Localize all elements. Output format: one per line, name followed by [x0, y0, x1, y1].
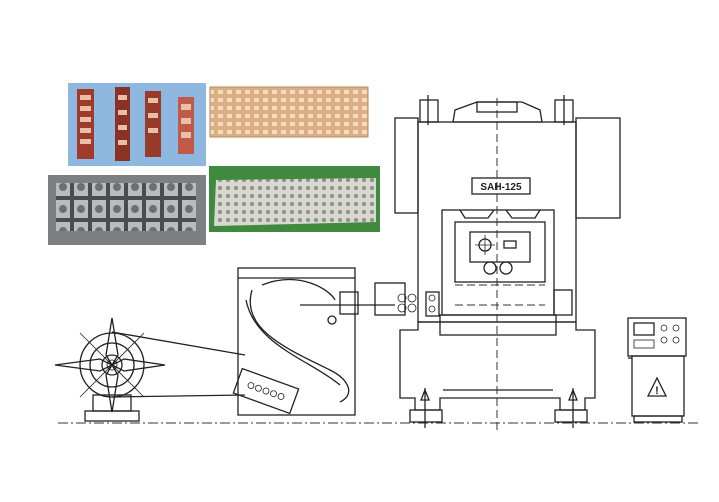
- photo-copper-strip: [209, 86, 369, 138]
- photo-lead-frames-blue: [68, 83, 206, 166]
- model-label: SAH-125: [480, 182, 522, 193]
- straightener-feeder: [232, 267, 395, 416]
- photo-perforated-plate-green: [209, 166, 380, 232]
- warning-symbol: !: [655, 385, 659, 397]
- control-box: !: [627, 317, 687, 423]
- model-plate: [471, 177, 531, 195]
- press-machine: SAH-125: [374, 95, 621, 430]
- photo-stamped-parts-dark: [48, 175, 206, 245]
- warning-triangle-icon: [646, 376, 668, 397]
- uncoiler-reel: [54, 317, 246, 422]
